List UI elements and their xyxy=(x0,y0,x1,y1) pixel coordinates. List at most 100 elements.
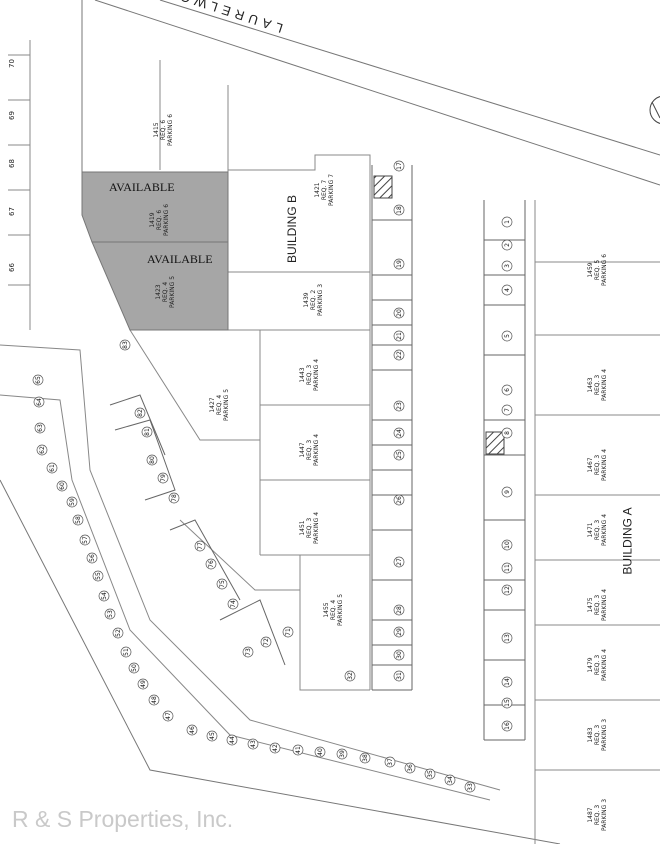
svg-text:6: 6 xyxy=(504,388,511,392)
building-a-label: BUILDING A xyxy=(620,507,635,575)
svg-text:34: 34 xyxy=(447,776,454,784)
unit-1459-num: 1459 xyxy=(587,262,594,277)
hatched-handicap-stall-b xyxy=(373,175,393,199)
stall-41: 41 xyxy=(292,744,304,756)
watermark: R & S Properties, Inc. xyxy=(12,806,234,832)
unit-1447-num: 1447 xyxy=(299,442,306,457)
svg-text:24: 24 xyxy=(396,429,403,437)
stall-80: 80 xyxy=(146,454,158,466)
stall-36: 36 xyxy=(404,762,416,774)
svg-text:80: 80 xyxy=(149,456,156,464)
unit-1471-parking: PARKING 4 xyxy=(601,514,608,546)
available-label-1: AVAILABLE xyxy=(109,180,175,194)
svg-text:18: 18 xyxy=(396,206,403,214)
svg-text:10: 10 xyxy=(504,541,511,549)
svg-text:1: 1 xyxy=(504,220,511,224)
unit-1479-num: 1479 xyxy=(587,657,594,672)
stall-77: 77 xyxy=(194,540,206,552)
available-units xyxy=(81,171,229,331)
svg-text:36: 36 xyxy=(407,764,414,772)
svg-text:54: 54 xyxy=(101,592,108,600)
svg-text:46: 46 xyxy=(189,726,196,734)
unit-1459-req: REQ. 5 xyxy=(594,260,601,280)
stall-11: 11 xyxy=(501,562,513,574)
stall-32: 32 xyxy=(344,670,356,682)
svg-text:33: 33 xyxy=(467,783,474,791)
stall-40: 40 xyxy=(314,746,326,758)
outer-arc-parking xyxy=(0,344,501,801)
svg-text:59: 59 xyxy=(69,498,76,506)
stall-13: 13 xyxy=(501,632,513,644)
svg-text:2: 2 xyxy=(504,243,511,247)
svg-text:38: 38 xyxy=(362,754,369,762)
stall-65: 65 xyxy=(32,374,44,386)
stall-33: 33 xyxy=(464,781,476,793)
stall-8: 8 xyxy=(501,427,513,439)
unit-1419-req: REQ. 6 xyxy=(156,210,163,230)
svg-text:25: 25 xyxy=(396,451,403,459)
stall-74: 74 xyxy=(227,598,239,610)
stall-44: 44 xyxy=(226,734,238,746)
svg-text:17: 17 xyxy=(396,162,403,170)
stall-6: 6 xyxy=(501,384,513,396)
stall-52: 52 xyxy=(112,627,124,639)
stall-26: 26 xyxy=(393,494,405,506)
stall-43: 43 xyxy=(247,738,259,750)
stall-19: 19 xyxy=(393,258,405,270)
stall-79: 79 xyxy=(157,472,169,484)
svg-text:43: 43 xyxy=(250,740,257,748)
unit-1451-parking: PARKING 4 xyxy=(313,512,320,544)
unit-1423-parking: PARKING 5 xyxy=(169,276,176,308)
unit-1415-req: REQ. 6 xyxy=(160,120,167,140)
svg-text:61: 61 xyxy=(49,464,56,472)
svg-text:52: 52 xyxy=(115,629,122,637)
svg-text:72: 72 xyxy=(263,638,270,646)
unit-1427-num: 1427 xyxy=(209,397,216,412)
stall-82: 82 xyxy=(134,407,146,419)
unit-1443-num: 1443 xyxy=(299,367,306,382)
stall-31: 31 xyxy=(393,670,405,682)
stall-24: 24 xyxy=(393,427,405,439)
svg-text:51: 51 xyxy=(123,648,130,656)
stall-53: 53 xyxy=(104,608,116,620)
svg-text:49: 49 xyxy=(140,680,147,688)
stall-23: 23 xyxy=(393,400,405,412)
svg-text:40: 40 xyxy=(317,748,324,756)
stall-83: 83 xyxy=(119,339,131,351)
stall-29: 29 xyxy=(393,626,405,638)
stall-38: 38 xyxy=(359,752,371,764)
right-parking xyxy=(483,200,526,741)
stall-50: 50 xyxy=(128,662,140,674)
unit-1487-num: 1487 xyxy=(587,807,594,822)
svg-text:32: 32 xyxy=(347,672,354,680)
stall-71: 71 xyxy=(282,626,294,638)
left-stall-column xyxy=(8,40,31,330)
svg-text:37: 37 xyxy=(387,758,394,766)
svg-text:30: 30 xyxy=(396,651,403,659)
stall-69: 69 xyxy=(8,111,16,120)
stall-62: 62 xyxy=(36,444,48,456)
svg-text:65: 65 xyxy=(35,376,42,384)
stall-64: 64 xyxy=(33,396,45,408)
stall-1: 1 xyxy=(501,216,513,228)
stall-18: 18 xyxy=(393,204,405,216)
unit-1439-num: 1439 xyxy=(303,292,310,307)
unit-1423-req: REQ. 4 xyxy=(162,282,169,302)
svg-text:45: 45 xyxy=(209,732,216,740)
stall-16: 16 xyxy=(501,720,513,732)
stall-15: 15 xyxy=(501,697,513,709)
stall-39: 39 xyxy=(336,748,348,760)
unit-1427-req: REQ. 4 xyxy=(216,395,223,415)
stall-70: 70 xyxy=(8,59,16,68)
stall-54: 54 xyxy=(98,590,110,602)
unit-1423-num: 1423 xyxy=(155,284,162,299)
unit-1419-num: 1419 xyxy=(149,212,156,227)
building-b-label: BUILDING B xyxy=(285,194,300,264)
svg-text:57: 57 xyxy=(82,536,89,544)
unit-1455-parking: PARKING 5 xyxy=(337,594,344,626)
unit-1415-parking: PARKING 6 xyxy=(167,114,174,146)
stall-5: 5 xyxy=(501,330,513,342)
unit-1439-parking: PARKING 3 xyxy=(317,284,324,316)
unit-1463-parking: PARKING 4 xyxy=(601,369,608,401)
